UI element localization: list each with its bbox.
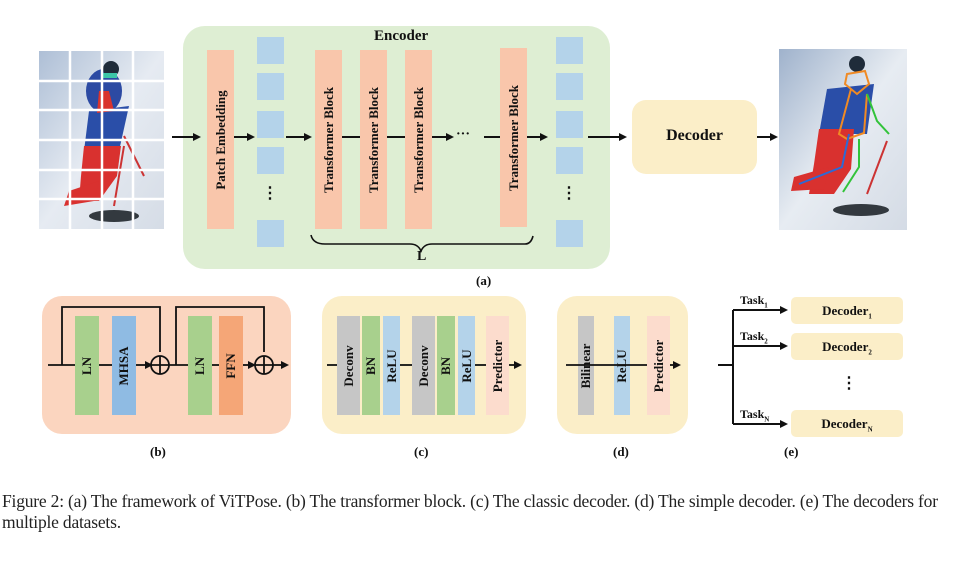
deconv-label: Deconv [415, 344, 431, 387]
transformer-block-label: Transformer Block [505, 84, 521, 191]
panel-e-label: (e) [784, 444, 799, 459]
predictor-label: Predictor [489, 339, 505, 392]
ln-label: LN [79, 356, 94, 375]
predictor-block: Predictor [486, 316, 509, 415]
skier-pose-image [779, 49, 907, 230]
ln-block: LN [188, 316, 212, 415]
ln-label: LN [192, 356, 207, 375]
panel-d-label: (d) [613, 444, 629, 459]
mhsa-label: MHSA [116, 346, 131, 385]
panel-b-label: (b) [150, 444, 166, 459]
task-subscript: N [764, 415, 770, 424]
ffn-label: FFN [223, 352, 238, 379]
decoder-n: DecoderN [791, 410, 903, 437]
token [257, 111, 284, 138]
token [556, 220, 583, 247]
decoder-subscript: 2 [868, 348, 872, 357]
transformer-block-1: Transformer Block [315, 50, 342, 229]
token [257, 147, 284, 174]
token [257, 37, 284, 64]
relu-block: ReLU [458, 316, 475, 415]
token [556, 147, 583, 174]
predictor-label: Predictor [650, 339, 666, 392]
skier-image [39, 51, 164, 229]
decoder-block: Decoder [632, 100, 757, 174]
deconv-block: Deconv [337, 316, 360, 415]
task-label-2: Task2 [740, 329, 768, 345]
encoder-title: Encoder [374, 28, 429, 44]
token [556, 73, 583, 100]
ffn-block: FFN [219, 316, 243, 415]
decoder-text: Decoder [822, 339, 869, 354]
task-label-1: Task1 [740, 293, 768, 309]
repeat-count-label: L [417, 249, 427, 264]
decoder-2: Decoder2 [791, 333, 903, 360]
panel-c-label: (c) [414, 444, 429, 459]
predictor-block: Predictor [647, 316, 670, 415]
panel-a-label: (a) [476, 273, 492, 288]
decoder-text: Decoder [821, 416, 868, 431]
bilinear-label: Bilinear [578, 343, 593, 388]
figure-caption: Figure 2: (a) The framework of ViTPose. … [2, 491, 938, 532]
task-text: Task [740, 329, 765, 343]
tokens-ellipsis: ⋮ [262, 185, 278, 202]
ln-block: LN [75, 316, 99, 415]
tokens-ellipsis: ⋮ [561, 185, 577, 202]
task-label-n: TaskN [740, 407, 769, 423]
transformer-block-label: Transformer Block [320, 86, 336, 193]
bn-label: BN [363, 356, 378, 375]
decoders-ellipsis: ⋮ [841, 375, 857, 392]
decoder-subscript: N [867, 425, 873, 434]
relu-label: ReLU [614, 348, 629, 383]
input-image-patched [39, 51, 164, 229]
decoder-subscript: 1 [868, 312, 872, 321]
patch-embedding-label: Patch Embedding [212, 89, 228, 190]
relu-label: ReLU [383, 348, 399, 383]
token [556, 111, 583, 138]
decoder-text: Decoder [822, 303, 869, 318]
token [556, 37, 583, 64]
bn-block: BN [362, 316, 380, 415]
task-text: Task [740, 293, 765, 307]
transformer-block-3: Transformer Block [405, 50, 432, 229]
task-subscript: 2 [764, 337, 768, 346]
output-pose-image [779, 49, 907, 230]
bn-label: BN [438, 356, 453, 375]
relu-label: ReLU [458, 348, 474, 383]
deconv-block: Deconv [412, 316, 435, 415]
token [257, 73, 284, 100]
decoder-1: Decoder1 [791, 297, 903, 324]
task-subscript: 1 [764, 301, 768, 310]
bilinear-block: Bilinear [578, 316, 594, 415]
token [257, 220, 284, 247]
transformer-block-label: Transformer Block [365, 86, 381, 193]
transformer-block-4: Transformer Block [500, 48, 527, 227]
encoder-box [183, 26, 610, 269]
bn-block: BN [437, 316, 455, 415]
patch-embedding-block: Patch Embedding [207, 50, 234, 229]
transformer-block-2: Transformer Block [360, 50, 387, 229]
decoder-label: Decoder [666, 127, 723, 144]
relu-block: ReLU [614, 316, 630, 415]
blocks-ellipsis: ··· [456, 127, 471, 142]
relu-block: ReLU [383, 316, 400, 415]
mhsa-block: MHSA [112, 316, 136, 415]
transformer-block-label: Transformer Block [410, 86, 426, 193]
deconv-label: Deconv [340, 344, 356, 387]
task-text: Task [740, 407, 765, 421]
